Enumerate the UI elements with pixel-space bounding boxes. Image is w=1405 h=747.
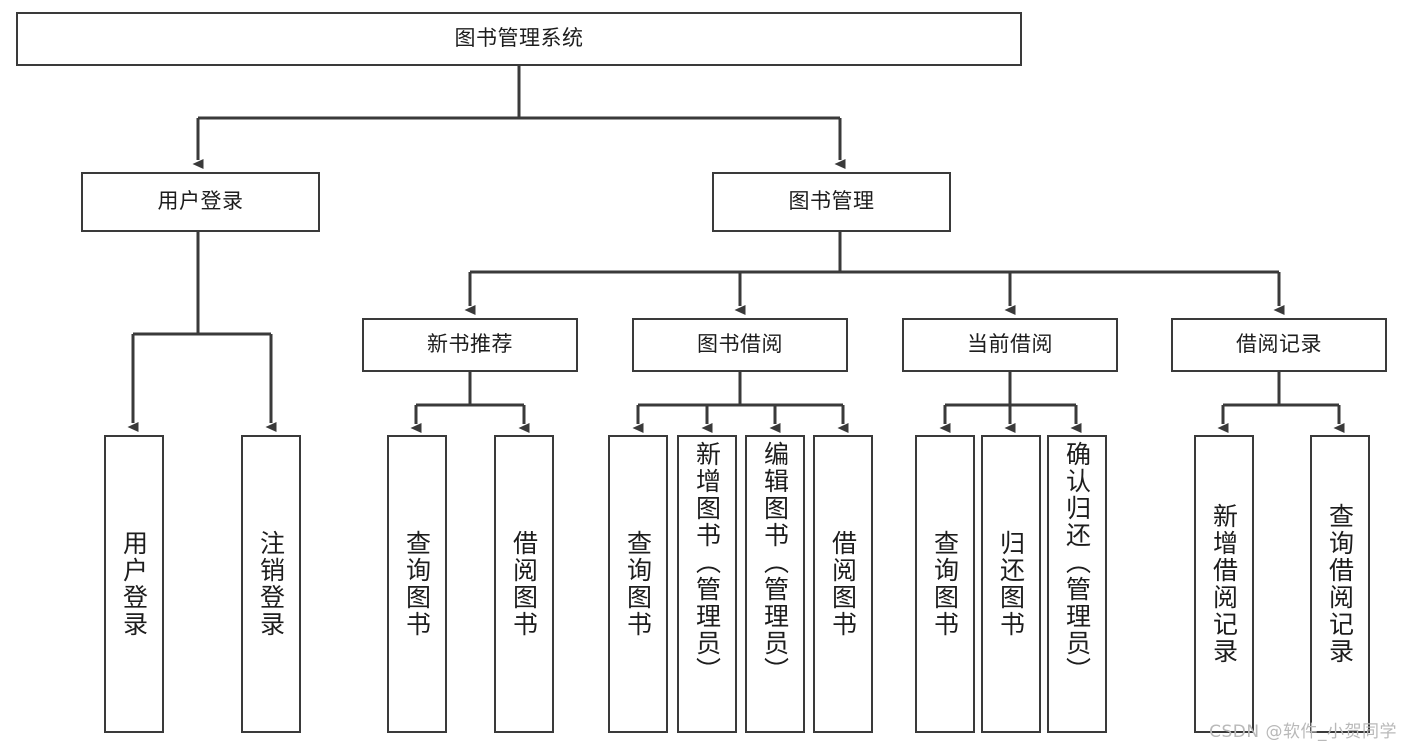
node-label: 新增图书（管理员） xyxy=(692,441,722,684)
node-label: 确认归还（管理员） xyxy=(1062,441,1092,684)
node-label: 用户登录 xyxy=(157,189,244,214)
node-book-management[interactable]: 图书管理 xyxy=(712,172,951,232)
node-label: 新增借阅记录 xyxy=(1209,503,1239,665)
node-label: 借阅记录 xyxy=(1236,332,1322,357)
node-label: 图书借阅 xyxy=(697,332,783,357)
leaf-borrow-add-book-admin[interactable]: 新增图书（管理员） xyxy=(677,435,737,733)
leaf-recommend-borrow-book[interactable]: 借阅图书 xyxy=(494,435,554,733)
node-book-borrow[interactable]: 图书借阅 xyxy=(632,318,848,372)
node-label: 借阅图书 xyxy=(828,530,858,638)
node-label: 图书管理系统 xyxy=(454,26,584,51)
node-label: 图书管理 xyxy=(788,189,875,214)
node-label: 新书推荐 xyxy=(427,332,513,357)
node-label: 编辑图书（管理员） xyxy=(760,441,790,684)
node-root-system[interactable]: 图书管理系统 xyxy=(16,12,1022,66)
leaf-borrow-borrow-book[interactable]: 借阅图书 xyxy=(813,435,873,733)
leaf-user-login-signout[interactable]: 注销登录 xyxy=(241,435,301,733)
node-label: 查询借阅记录 xyxy=(1325,503,1355,665)
leaf-borrow-query-book[interactable]: 查询图书 xyxy=(608,435,668,733)
leaf-recommend-query-book[interactable]: 查询图书 xyxy=(387,435,447,733)
node-label: 当前借阅 xyxy=(967,332,1053,357)
node-label: 借阅图书 xyxy=(509,530,539,638)
leaf-current-query-book[interactable]: 查询图书 xyxy=(915,435,975,733)
node-borrow-record[interactable]: 借阅记录 xyxy=(1171,318,1387,372)
leaf-record-add-record[interactable]: 新增借阅记录 xyxy=(1194,435,1254,733)
node-label: 查询图书 xyxy=(623,530,653,638)
leaf-current-return-book[interactable]: 归还图书 xyxy=(981,435,1041,733)
node-label: 注销登录 xyxy=(256,530,286,638)
node-label: 查询图书 xyxy=(930,530,960,638)
leaf-record-query-record[interactable]: 查询借阅记录 xyxy=(1310,435,1370,733)
leaf-current-confirm-return-admin[interactable]: 确认归还（管理员） xyxy=(1047,435,1107,733)
node-label: 用户登录 xyxy=(119,530,149,638)
node-current-borrow[interactable]: 当前借阅 xyxy=(902,318,1118,372)
node-label: 查询图书 xyxy=(402,530,432,638)
csdn-watermark: CSDN @软件_小贺同学 xyxy=(1209,722,1397,742)
node-label: 归还图书 xyxy=(996,530,1026,638)
node-new-book-recommend[interactable]: 新书推荐 xyxy=(362,318,578,372)
leaf-user-login-signin[interactable]: 用户登录 xyxy=(104,435,164,733)
leaf-borrow-edit-book-admin[interactable]: 编辑图书（管理员） xyxy=(745,435,805,733)
node-user-login[interactable]: 用户登录 xyxy=(81,172,320,232)
